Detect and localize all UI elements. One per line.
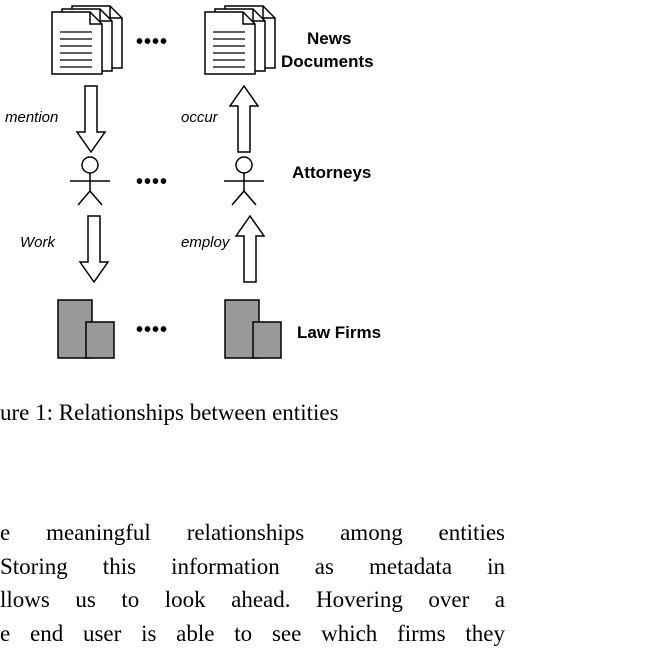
building-icon-right bbox=[224, 299, 282, 359]
ellipsis-top: •••• bbox=[136, 31, 168, 53]
body-line: llows us to look ahead. Hovering over a bbox=[0, 587, 505, 612]
body-line: Storing this information as metadata in bbox=[0, 553, 505, 579]
body-paragraph: e meaningful relationships among entitie… bbox=[0, 516, 667, 659]
caption-text: ure 1: Relationships between entities bbox=[0, 400, 339, 425]
building-icon-left bbox=[57, 299, 115, 359]
person-icon-left bbox=[69, 156, 111, 206]
body-line: e end user is able to see which firms th… bbox=[0, 620, 505, 646]
label-news: News bbox=[307, 29, 351, 48]
body-line: e meaningful relationships among entitie… bbox=[0, 520, 505, 545]
label-work: Work bbox=[20, 234, 56, 251]
arrow-up-icon-occur bbox=[229, 85, 259, 153]
label-occur: occur bbox=[181, 109, 219, 126]
label-documents: Documents bbox=[281, 52, 374, 71]
ellipsis-bottom: •••• bbox=[136, 319, 168, 341]
label-mention: mention bbox=[5, 109, 58, 126]
relationship-diagram: •••• News Documents mention occur •••• A… bbox=[5, 0, 381, 359]
label-law-firms: Law Firms bbox=[297, 323, 381, 342]
document-stack-icon-right bbox=[205, 6, 275, 74]
ellipsis-middle: •••• bbox=[136, 171, 168, 193]
person-icon-right bbox=[223, 156, 265, 206]
label-employ: employ bbox=[181, 234, 231, 251]
arrow-down-icon-work bbox=[79, 215, 109, 283]
arrow-up-icon-employ bbox=[235, 215, 265, 283]
figure-caption: ure 1: Relationships between entities bbox=[0, 398, 460, 428]
arrow-down-icon-mention bbox=[76, 85, 106, 153]
document-stack-icon-left bbox=[52, 6, 122, 74]
label-attorneys: Attorneys bbox=[292, 163, 371, 182]
